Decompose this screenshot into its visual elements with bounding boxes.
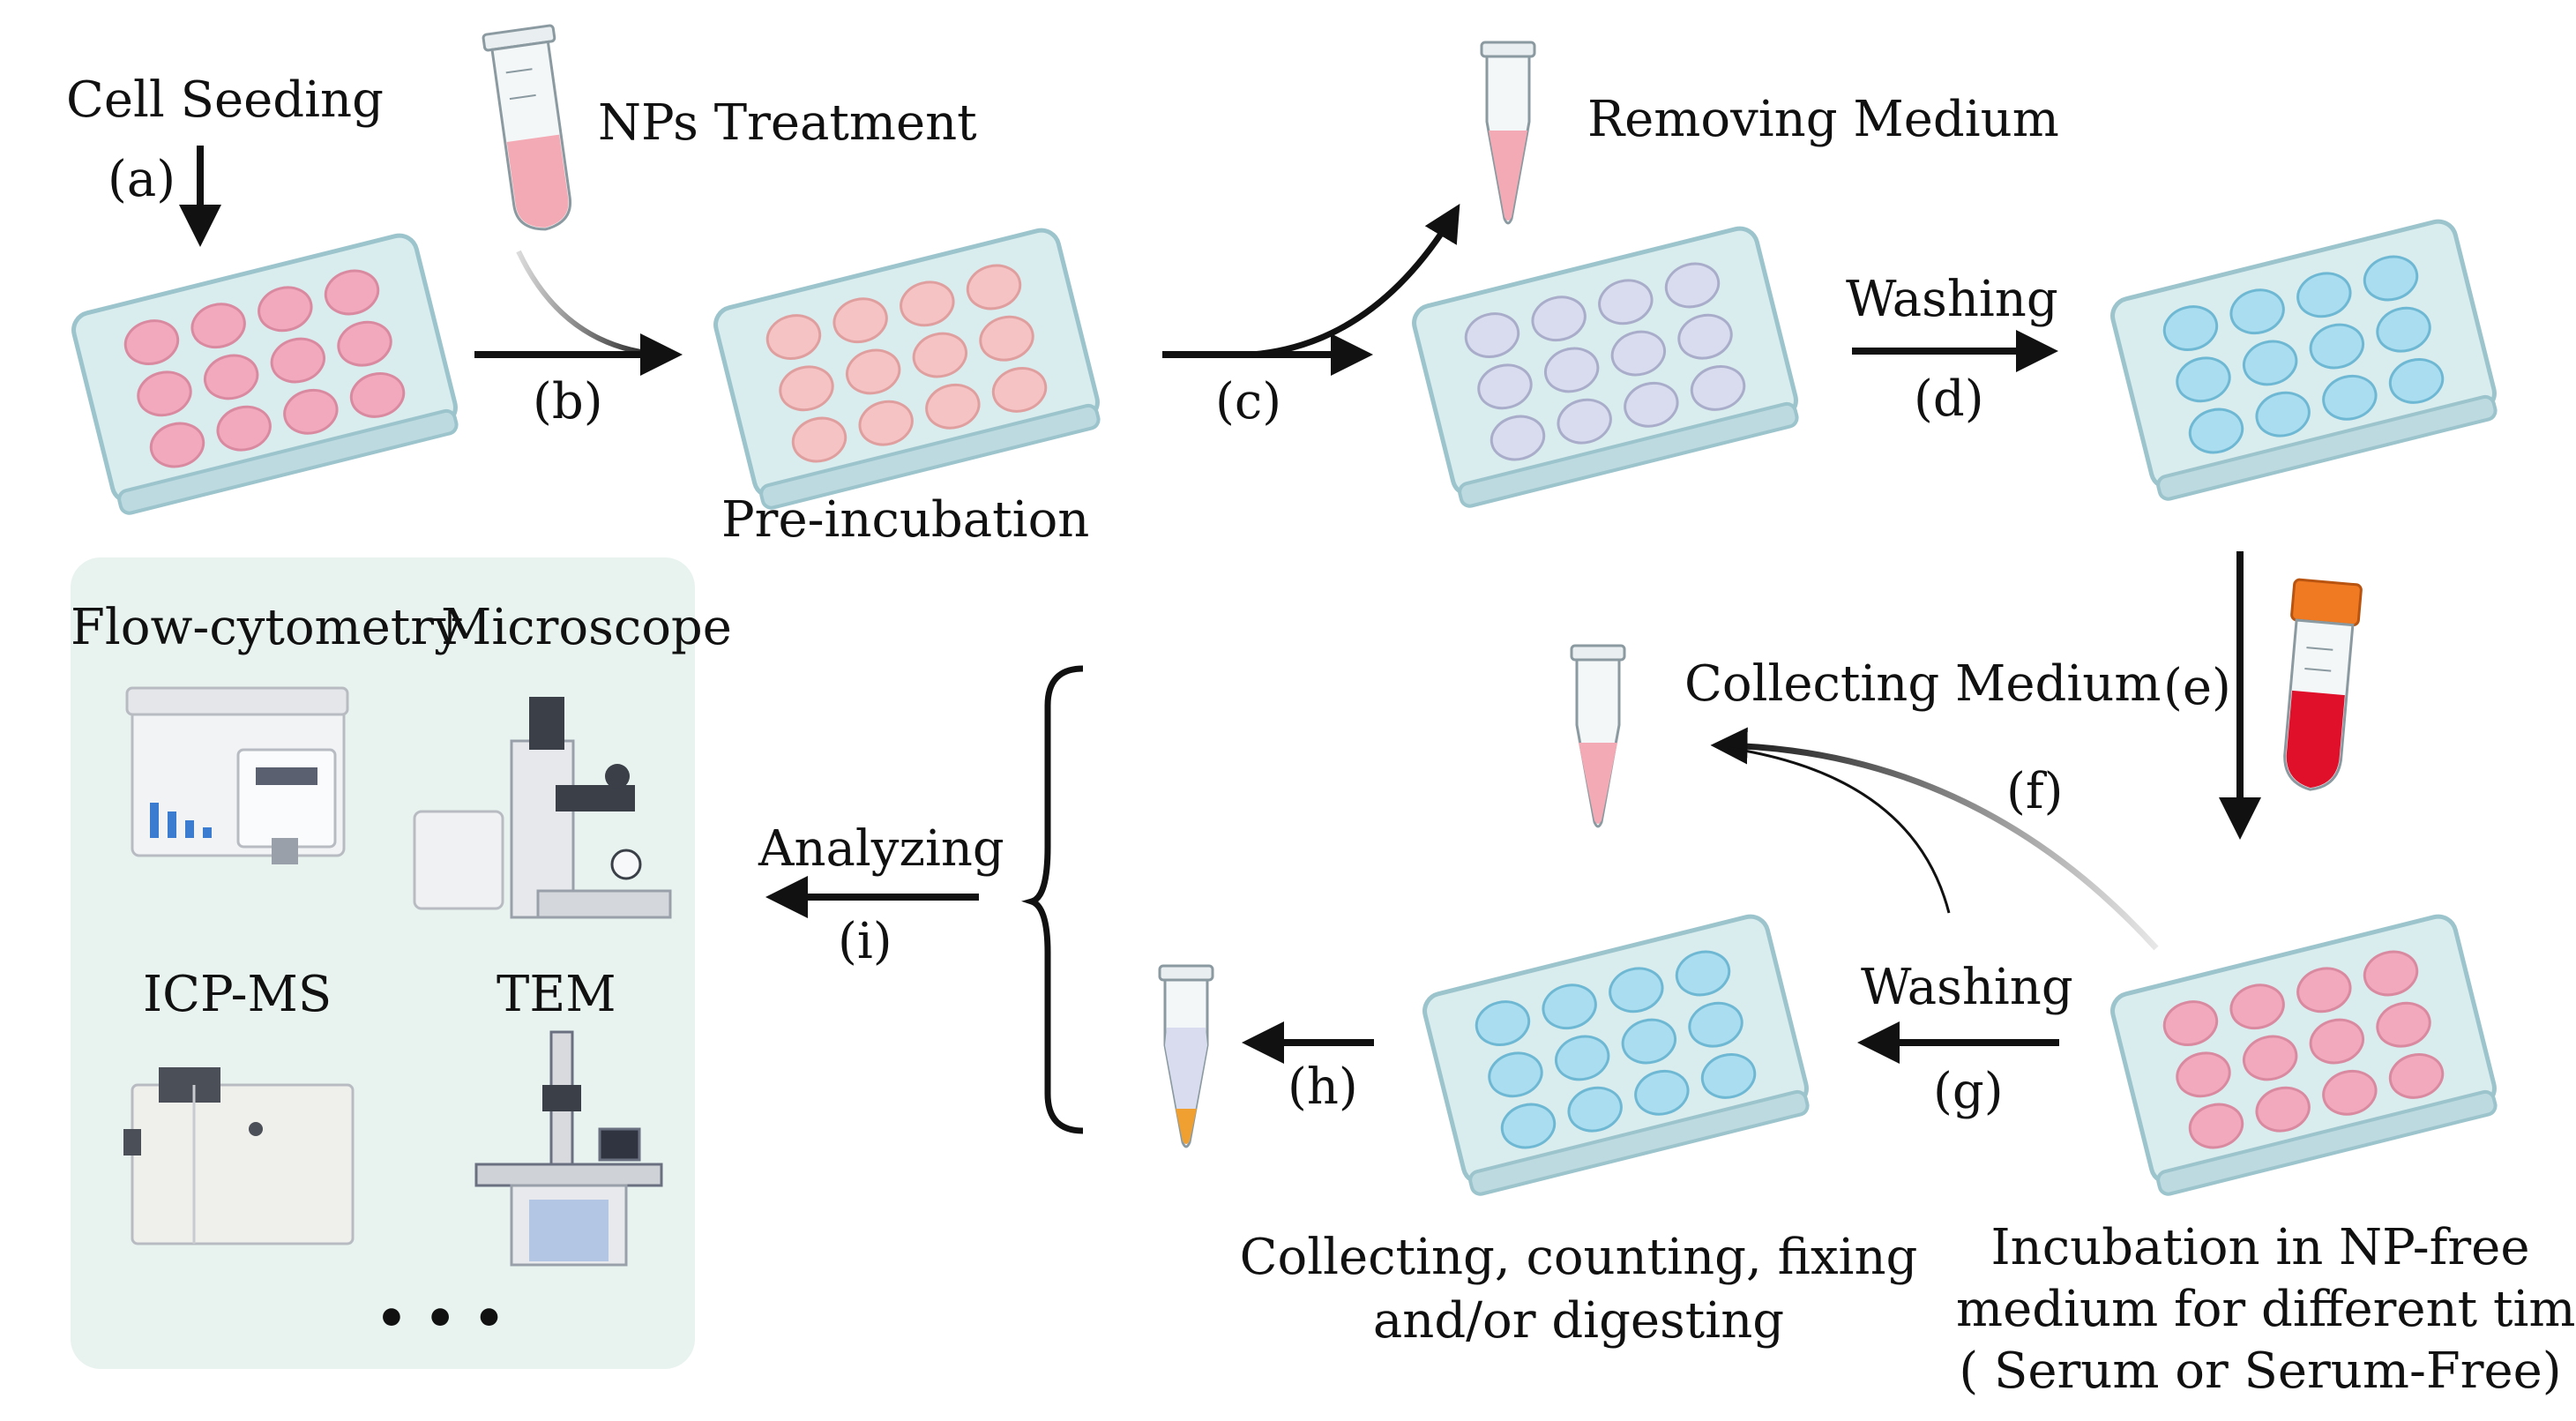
label-removing-medium: Removing Medium: [1587, 91, 2059, 148]
label-icp-ms: ICP-MS: [143, 966, 332, 1023]
step-f: (f): [2006, 763, 2064, 820]
label-collecting-line1: Collecting, counting, fixing: [1239, 1229, 1918, 1286]
label-collecting-line2: and/or digesting: [1372, 1292, 1785, 1350]
step-d: (d): [1914, 370, 1984, 428]
label-collecting-counting: Collecting, counting, fixing and/or dige…: [1235, 1226, 1923, 1353]
well-plate-collecting: [1422, 914, 1810, 1196]
well-plate-pre-incubation: [713, 228, 1101, 510]
falcon-tube-nps-icon: [482, 24, 572, 231]
step-h: (h): [1288, 1058, 1358, 1116]
label-washing-top: Washing: [1846, 271, 2058, 328]
eppendorf-collected-medium-icon: [1570, 644, 1626, 828]
label-incubation-line3: ( Serum or Serum-Free): [1959, 1342, 2562, 1400]
arrow-f: [1710, 727, 2159, 951]
label-more-methods: • • •: [376, 1290, 505, 1348]
label-tem: TEM: [497, 966, 616, 1023]
grouping-brace: [1021, 665, 1084, 1134]
well-plate-incubation: [2110, 914, 2498, 1196]
icp-ms-icon: [123, 1067, 355, 1245]
flow-cytometer-icon: [125, 686, 349, 864]
step-g: (g): [1933, 1063, 2004, 1120]
step-b: (b): [533, 373, 603, 430]
falcon-tube-np-free-icon: [2283, 578, 2363, 791]
step-c: (c): [1215, 373, 1282, 430]
well-plate-washed: [2110, 219, 2498, 501]
step-i: (i): [838, 913, 892, 970]
well-plate-seeding: [71, 233, 459, 515]
step-e: (e): [2163, 659, 2231, 716]
label-flow-cytometry: Flow-cytometry: [71, 599, 462, 656]
microscope-icon: [413, 697, 672, 919]
eppendorf-removed-icon: [1480, 41, 1536, 225]
label-washing-bottom: Washing: [1861, 959, 2073, 1016]
eppendorf-pellet-icon: [1158, 964, 1214, 1148]
label-incubation: Incubation in NP-free medium for differe…: [1956, 1217, 2576, 1402]
label-collecting-medium: Collecting Medium: [1684, 655, 2162, 713]
arrow-c: [1162, 203, 1460, 376]
label-pre-incubation: Pre-incubation: [721, 491, 1090, 549]
label-analyzing: Analyzing: [758, 820, 1004, 878]
step-a: (a): [108, 151, 176, 208]
label-incubation-line1: Incubation in NP-free: [1990, 1219, 2530, 1276]
label-cell-seeding: Cell Seeding: [66, 71, 384, 129]
label-microscope: Microscope: [441, 599, 732, 656]
tem-icon: [474, 1030, 663, 1267]
label-incubation-line2: medium for different times: [1956, 1281, 2576, 1338]
label-nps-treatment: NPs Treatment: [598, 94, 977, 152]
arrow-b: [474, 250, 683, 376]
well-plate-removed-medium: [1412, 226, 1799, 508]
